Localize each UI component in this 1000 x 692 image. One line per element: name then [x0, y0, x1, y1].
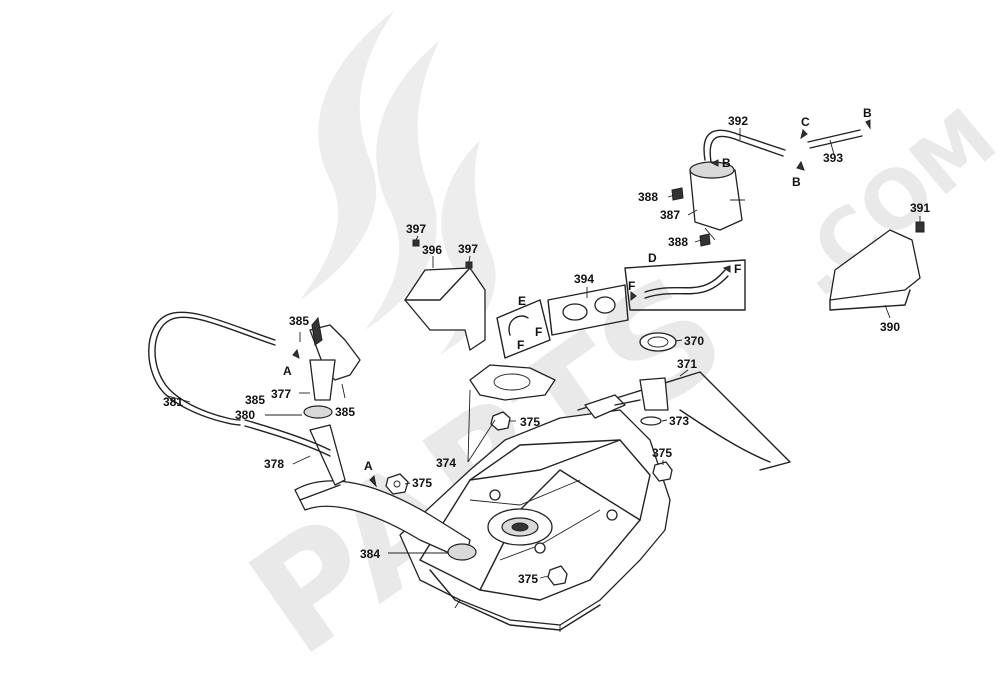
hose-393 — [807, 129, 863, 149]
connector-f-1: F — [734, 262, 741, 276]
callout-375-d: 375 — [518, 572, 538, 586]
callout-385-c: 385 — [335, 405, 355, 419]
callout-397-a: 397 — [406, 222, 426, 236]
callout-380: 380 — [235, 408, 255, 422]
callout-375-a: 375 — [412, 476, 432, 490]
callout-371: 371 — [677, 357, 697, 371]
nut-375-c — [652, 461, 673, 482]
screw-388-b — [699, 233, 711, 247]
callout-378: 378 — [264, 457, 284, 471]
connector-d: D — [648, 251, 657, 265]
hose-clips — [292, 119, 871, 488]
filler-neck — [303, 316, 361, 419]
breather-hose — [148, 311, 331, 457]
callout-393: 393 — [823, 151, 843, 165]
callout-385-a: 385 — [289, 314, 309, 328]
callout-387: 387 — [660, 208, 680, 222]
nut-375-b — [490, 411, 511, 431]
callout-396: 396 — [422, 243, 442, 257]
callout-388-b: 388 — [668, 235, 688, 249]
connector-f-2: F — [628, 279, 635, 293]
callout-377: 377 — [271, 387, 291, 401]
nut-375-a — [385, 473, 409, 495]
connector-a-1: A — [283, 364, 292, 378]
callout-375-b: 375 — [520, 415, 540, 429]
callout-370: 370 — [684, 334, 704, 348]
connector-b-1: B — [722, 156, 731, 170]
connector-c: C — [801, 115, 810, 129]
connector-e: E — [518, 294, 526, 308]
part-394-box — [547, 284, 629, 336]
ring-370 — [639, 332, 677, 352]
connector-f-4: F — [517, 338, 524, 352]
callout-375-c: 375 — [652, 446, 672, 460]
callout-381: 381 — [163, 395, 183, 409]
callout-373: 373 — [669, 414, 689, 428]
callout-388-a: 388 — [638, 190, 658, 204]
connector-b-2: B — [792, 175, 801, 189]
nut-375-d — [547, 565, 568, 586]
callout-397-b: 397 — [458, 242, 478, 256]
callout-385-b: 385 — [245, 393, 265, 407]
connector-letters: A A B B B C D E F F F F — [283, 106, 872, 473]
seal-373 — [640, 416, 662, 426]
hose-392 — [703, 129, 786, 163]
callout-384: 384 — [360, 547, 380, 561]
callout-391: 391 — [910, 201, 930, 215]
callout-374: 374 — [436, 456, 456, 470]
hose-e-box — [496, 299, 551, 359]
leader-lines — [167, 128, 921, 579]
hose-d-box — [624, 259, 746, 311]
callout-labels: 392 393 388 387 388 391 390 397 396 397 … — [163, 114, 930, 586]
fuel-tank — [399, 409, 671, 632]
connector-a-2: A — [364, 459, 373, 473]
connector-b-3: B — [863, 106, 872, 120]
sender-371 — [577, 371, 791, 471]
connector-f-3: F — [535, 325, 542, 339]
bracket-396 — [404, 239, 486, 351]
screw-388-a — [671, 187, 684, 201]
pump-mounting-plate — [469, 364, 556, 401]
callout-392: 392 — [728, 114, 748, 128]
bracket-390 — [829, 221, 925, 311]
callout-390: 390 — [880, 320, 900, 334]
callout-394: 394 — [574, 272, 594, 286]
fuel-pump-387 — [689, 161, 745, 241]
